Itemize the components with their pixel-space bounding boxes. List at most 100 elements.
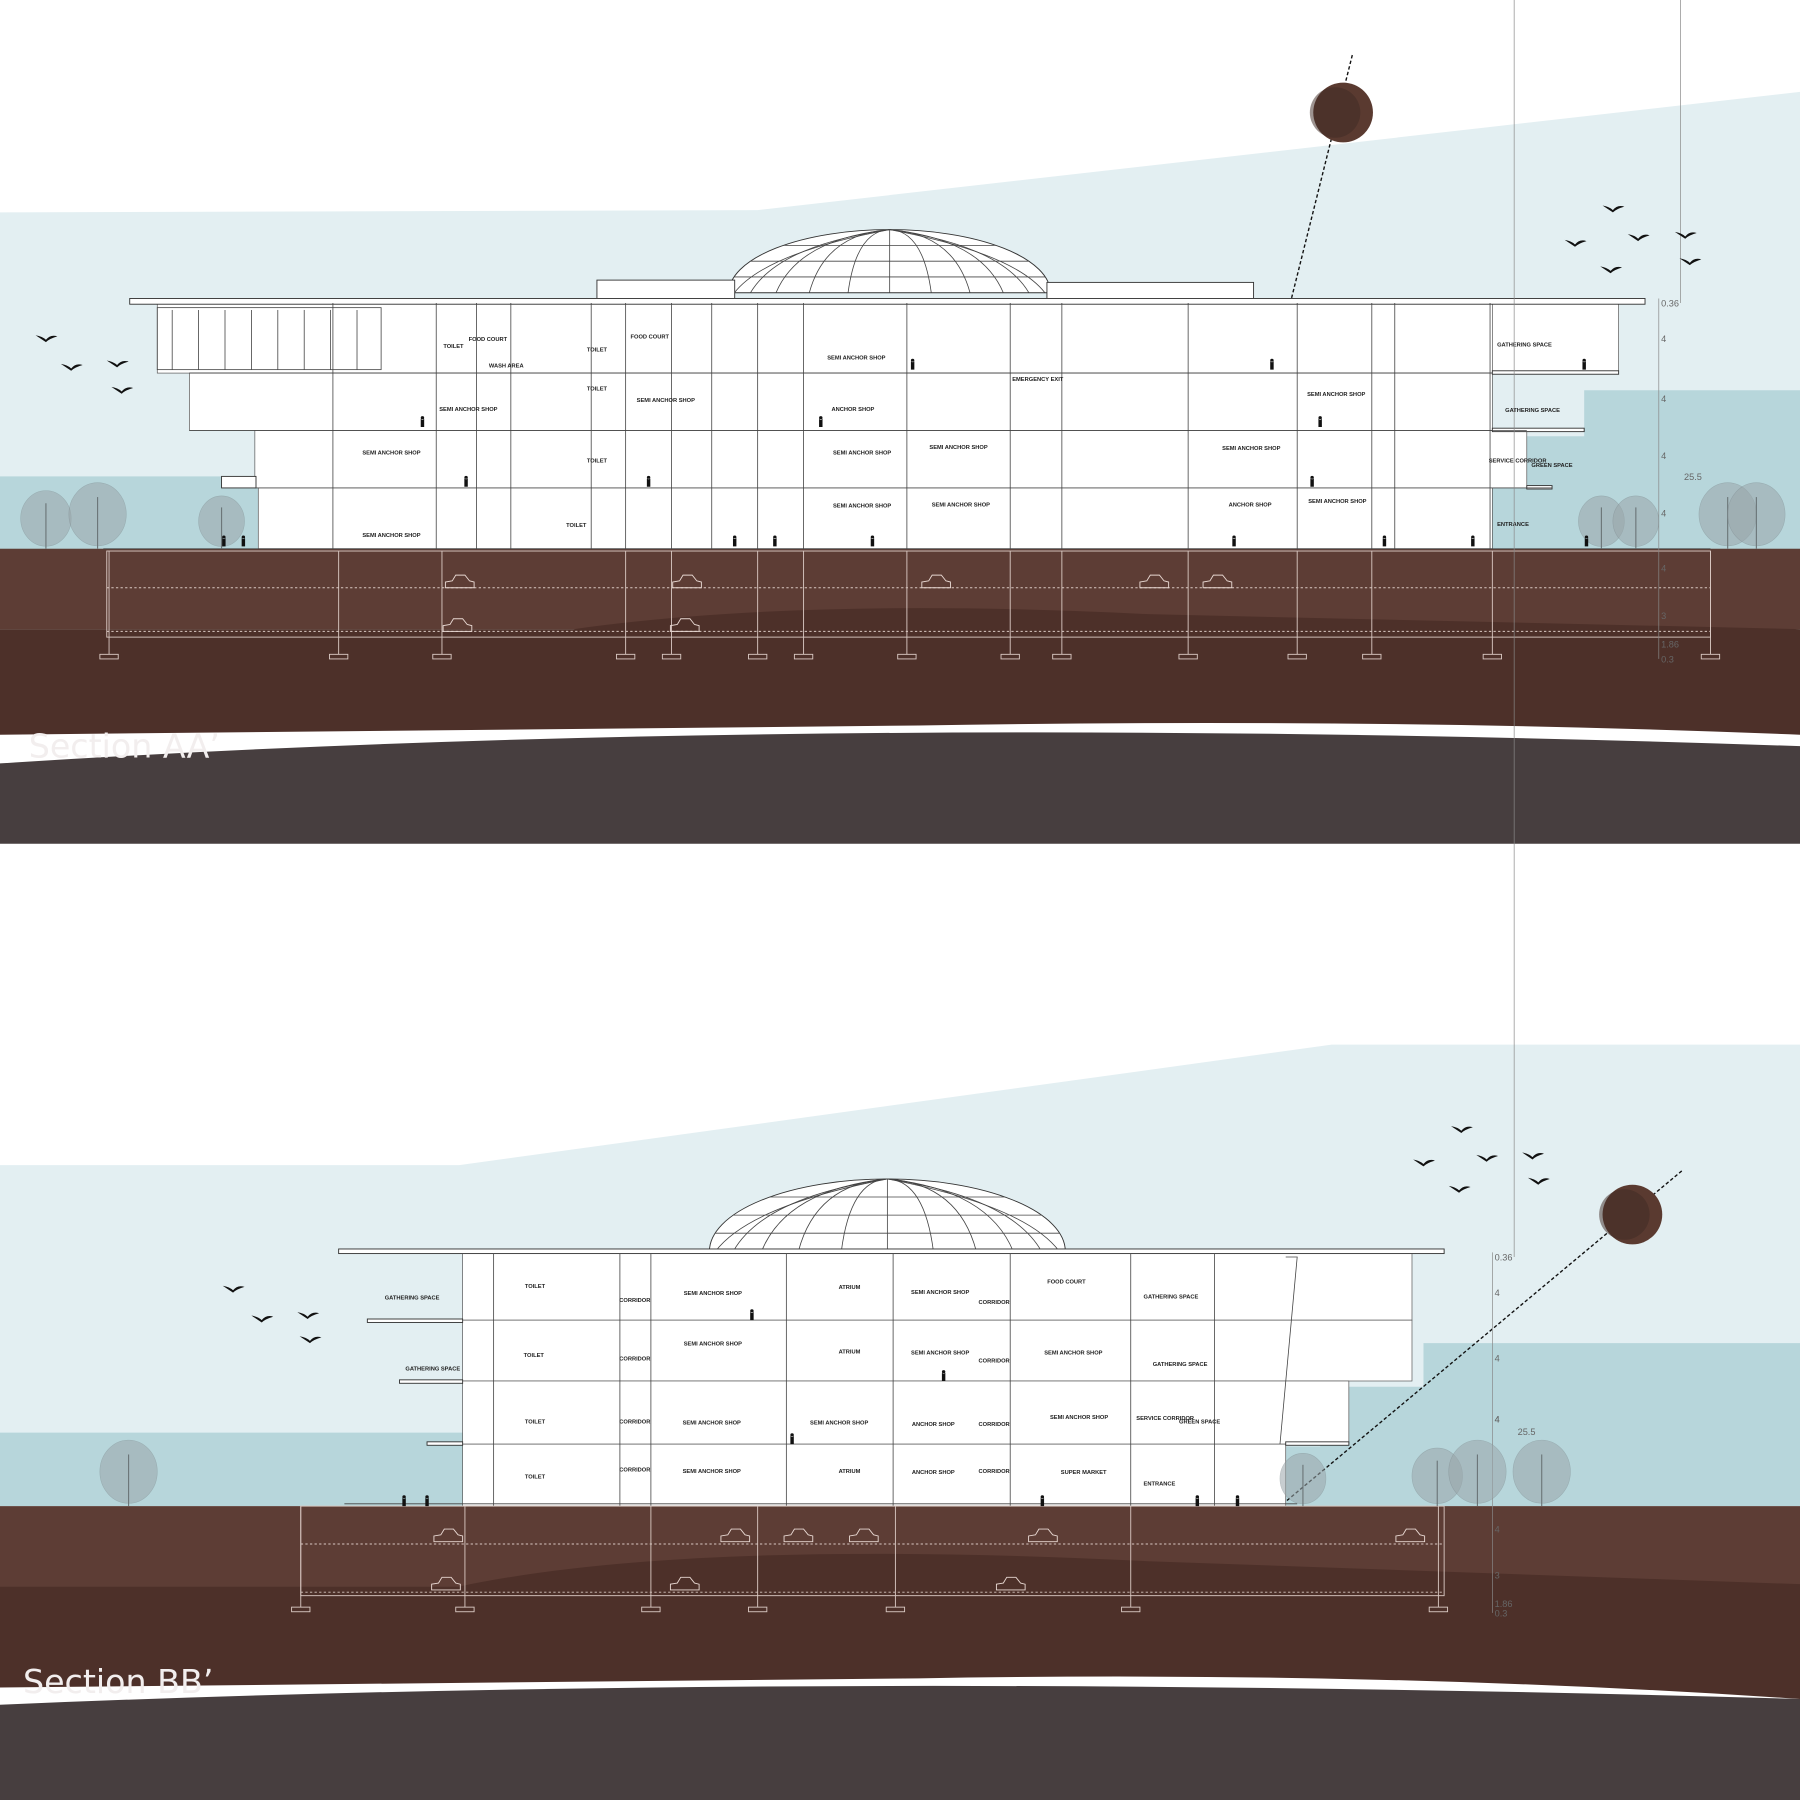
- person-icon: [1270, 358, 1274, 370]
- bird-icon: [1522, 1152, 1545, 1160]
- person-icon: [241, 535, 246, 547]
- building-bb: [338, 1248, 1445, 1507]
- room-label: SERVICE CORRIDOR: [1489, 459, 1548, 465]
- roof-slab: [338, 1248, 1445, 1255]
- room-label: TOILET: [443, 344, 464, 350]
- basement-bb: [291, 1505, 1449, 1613]
- dimension-label: 0.36: [1495, 1252, 1513, 1262]
- person-icon: [1310, 475, 1314, 487]
- room-label: SEMI ANCHOR SHOP: [911, 1290, 969, 1296]
- room-labels-aa: TOILET FOOD COURT WASH AREA TOILET FOOD COUR…: [362, 335, 1572, 540]
- room-label: SEMI ANCHOR SHOP: [833, 451, 891, 457]
- room-label: SEMI ANCHOR SHOP: [637, 398, 695, 404]
- dimension-label: 4: [1495, 1525, 1500, 1535]
- ground-mid: [0, 608, 1800, 735]
- car-icon: [849, 1528, 879, 1543]
- room-label: SUPER MARKET: [1061, 1470, 1107, 1476]
- room-label: SEMI ANCHOR SHOP: [362, 451, 420, 457]
- tree-icon: [20, 490, 72, 549]
- room-label: ATRIUM: [839, 1349, 861, 1355]
- room-label: ANCHOR SHOP: [912, 1422, 955, 1428]
- bird-icon: [111, 386, 134, 394]
- person-icon: [790, 1433, 794, 1445]
- roof-slab: [129, 298, 1646, 305]
- dimension-label: 0.3: [1661, 654, 1674, 664]
- room-label: SEMI ANCHOR SHOP: [833, 503, 891, 509]
- dimension-label: 4: [1495, 1414, 1500, 1424]
- dimension-label: 4: [1661, 509, 1666, 519]
- dimension-label: 3: [1661, 611, 1666, 621]
- tree-icon: [1448, 1439, 1507, 1507]
- person-icon: [425, 1495, 429, 1507]
- roof-wing-left: [596, 279, 736, 302]
- person-icon: [1584, 535, 1589, 547]
- car-icon: [442, 618, 473, 632]
- room-label: SEMI ANCHOR SHOP: [932, 502, 990, 508]
- dimension-label: 4: [1661, 564, 1666, 574]
- car-icon: [444, 574, 475, 589]
- tree-icon: [1727, 482, 1786, 549]
- room-label: FOOD COURT: [469, 337, 508, 343]
- ground-bottom: [0, 1685, 1800, 1800]
- dimension-label: 1.86: [1495, 1599, 1513, 1609]
- basement-aa: [99, 550, 1721, 660]
- room-label: SEMI ANCHOR SHOP: [1044, 1351, 1102, 1357]
- room-label: EMERGENCY EXIT: [1012, 377, 1064, 383]
- person-icon: [1471, 535, 1475, 547]
- person-icon: [1582, 358, 1586, 370]
- car-icon: [995, 1576, 1026, 1591]
- bird-icon: [297, 1312, 320, 1320]
- room-label: TOILET: [587, 347, 608, 353]
- room-label: GATHERING SPACE: [1144, 1294, 1199, 1300]
- building-aa: [103, 298, 1711, 550]
- room-label: CORRIDOR: [619, 1468, 651, 1474]
- dimension-label: 4: [1495, 1414, 1500, 1424]
- tree-icon: [198, 495, 245, 549]
- person-icon: [870, 535, 875, 547]
- room-label: CORRIDOR: [979, 1422, 1011, 1428]
- person-icon: [750, 1309, 754, 1321]
- person-icon: [646, 475, 651, 487]
- room-label: ANCHOR SHOP: [831, 407, 874, 413]
- room-label: FOOD COURT: [631, 335, 670, 341]
- person-icon: [1382, 535, 1387, 547]
- room-label: SEMI ANCHOR SHOP: [439, 407, 497, 413]
- bird-icon: [222, 1285, 245, 1293]
- car-icon: [433, 1528, 464, 1543]
- person-icon: [1040, 1495, 1045, 1507]
- bird-icon: [1451, 1126, 1473, 1134]
- person-icon: [1235, 1495, 1240, 1507]
- room-label: TOILET: [566, 523, 587, 529]
- person-icon: [1232, 535, 1236, 547]
- room-label: GATHERING SPACE: [1505, 408, 1560, 414]
- room-label: GATHERING SPACE: [385, 1295, 440, 1301]
- car-icon: [1202, 574, 1233, 589]
- room-label: SERVICE CORRIDOR: [1136, 1416, 1195, 1422]
- section-title: Section AA’: [29, 727, 220, 766]
- person-icon: [732, 535, 737, 547]
- bird-icon: [1674, 231, 1697, 239]
- person-icon: [464, 475, 468, 487]
- tree-icon: [1578, 495, 1625, 549]
- bird-icon: [1413, 1159, 1435, 1167]
- room-label: TOILET: [525, 1475, 546, 1481]
- room-label: ANCHOR SHOP: [1229, 502, 1272, 508]
- bird-icon: [1448, 1185, 1471, 1193]
- room-label: SEMI ANCHOR SHOP: [827, 355, 885, 361]
- person-icon: [1195, 1495, 1200, 1507]
- car-icon: [431, 1576, 461, 1591]
- room-label: ENTRANCE: [1144, 1481, 1176, 1487]
- bird-icon: [1564, 239, 1587, 247]
- room-label: WASH AREA: [489, 363, 524, 369]
- room-label: GATHERING SPACE: [1497, 343, 1552, 349]
- bird-icon: [1679, 258, 1702, 266]
- room-labels-bb: GATHERING SPACE TOILET CORRIDOR SEMI ANCHOR…: [385, 1279, 1221, 1487]
- bird-icon: [35, 335, 58, 343]
- room-label: CORRIDOR: [619, 1356, 651, 1362]
- dome-icon: [708, 1178, 1066, 1252]
- person-icon: [420, 416, 425, 428]
- car-icon: [921, 574, 951, 589]
- car-icon: [1139, 574, 1170, 589]
